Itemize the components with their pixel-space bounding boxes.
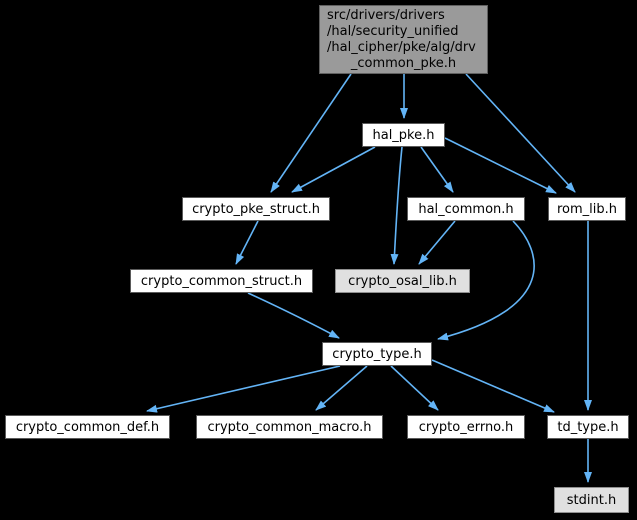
node-label-line: /hal/security_unified	[327, 23, 459, 39]
edge-hal_common-to-crypto_osal_lib	[418, 220, 456, 265]
node-label: td_type.h	[557, 419, 619, 435]
node-label: crypto_osal_lib.h	[348, 273, 457, 289]
node-label: stdint.h	[566, 492, 617, 508]
node-label: crypto_errno.h	[418, 419, 514, 435]
node-crypto_type[interactable]: crypto_type.h	[322, 342, 432, 366]
edge-hal_pke-to-crypto_osal_lib	[390, 146, 403, 265]
edge-root-to-rom_lib	[465, 73, 576, 193]
node-label: crypto_pke_struct.h	[192, 201, 320, 217]
edge-hal_pke-to-rom_lib	[444, 137, 557, 194]
edge-crypto_type-to-td_type	[431, 359, 555, 413]
node-label: crypto_type.h	[332, 346, 422, 362]
edge-root-to-crypto_pke_struct	[270, 73, 352, 193]
node-crypto_errno[interactable]: crypto_errno.h	[407, 415, 525, 439]
node-crypto_common_macro[interactable]: crypto_common_macro.h	[196, 415, 383, 439]
node-hal_common[interactable]: hal_common.h	[407, 197, 525, 221]
edge-hal_pke-to-crypto_pke_struct	[291, 146, 376, 193]
node-label-line: src/drivers/drivers	[327, 7, 445, 23]
node-label-line: _common_pke.h	[350, 55, 457, 71]
node-label: hal_common.h	[418, 201, 514, 217]
node-crypto_pke_struct[interactable]: crypto_pke_struct.h	[182, 197, 330, 221]
node-td_type[interactable]: td_type.h	[547, 415, 629, 439]
node-label: crypto_common_def.h	[15, 419, 160, 435]
node-stdint: stdint.h	[554, 487, 629, 513]
node-rom_lib[interactable]: rom_lib.h	[548, 197, 626, 221]
edge-hal_common-to-crypto_type	[437, 220, 535, 341]
edge-crypto_type-to-crypto_common_macro	[315, 365, 368, 411]
node-label-line: /hal_cipher/pke/alg/drv	[327, 39, 476, 55]
node-root: src/drivers/drivers/hal/security_unified…	[319, 5, 488, 74]
edge-crypto_common_struct-to-crypto_type	[247, 292, 340, 339]
node-label: crypto_common_macro.h	[207, 419, 372, 435]
edge-crypto_pke_struct-to-crypto_common_struct	[235, 220, 259, 265]
node-hal_pke[interactable]: hal_pke.h	[362, 123, 445, 147]
edge-crypto_type-to-crypto_common_def	[146, 365, 341, 413]
edge-crypto_type-to-crypto_errno	[390, 365, 439, 411]
node-crypto_osal_lib: crypto_osal_lib.h	[335, 269, 470, 293]
node-label: crypto_common_struct.h	[140, 273, 303, 289]
node-crypto_common_struct[interactable]: crypto_common_struct.h	[130, 269, 313, 293]
node-label: hal_pke.h	[372, 127, 435, 143]
node-label: rom_lib.h	[556, 201, 618, 217]
edge-hal_pke-to-hal_common	[420, 146, 454, 193]
node-crypto_common_def[interactable]: crypto_common_def.h	[5, 415, 170, 439]
